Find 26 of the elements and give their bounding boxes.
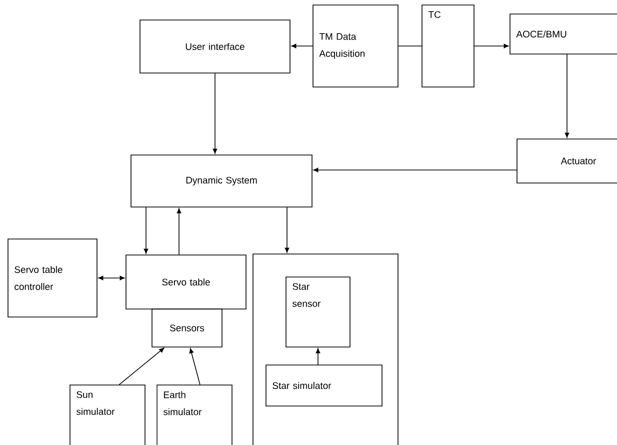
arrow: [189, 348, 200, 386]
process-box: User interface: [140, 20, 290, 74]
process-box: Actuator: [516, 138, 617, 184]
arrow: [284, 206, 290, 253]
process-box: AOCE/BMU: [510, 14, 617, 54]
process-box: Earth simulator: [156, 384, 232, 445]
arrow: [291, 44, 314, 48]
arrow: [212, 72, 218, 154]
box: [252, 254, 398, 445]
process-box: Servo table controller: [8, 238, 98, 318]
process-box: Star sensor: [286, 276, 350, 348]
arrow: [316, 348, 320, 366]
process-box: TC: [422, 4, 474, 88]
process-box: Dynamic System: [130, 154, 312, 208]
process-box: Sensors: [152, 308, 222, 348]
arrow: [118, 348, 164, 386]
process-box: Star simulator: [266, 364, 382, 406]
process-box: Servo table: [126, 254, 246, 310]
process-box: TM Data Acquisition: [312, 4, 398, 88]
arrow: [144, 206, 148, 254]
arrow: [176, 208, 182, 256]
arrow: [98, 276, 125, 280]
process-box: Sun simulator: [70, 384, 146, 445]
arrow: [313, 168, 518, 172]
arrow: [474, 44, 509, 48]
arrow: [564, 54, 570, 138]
